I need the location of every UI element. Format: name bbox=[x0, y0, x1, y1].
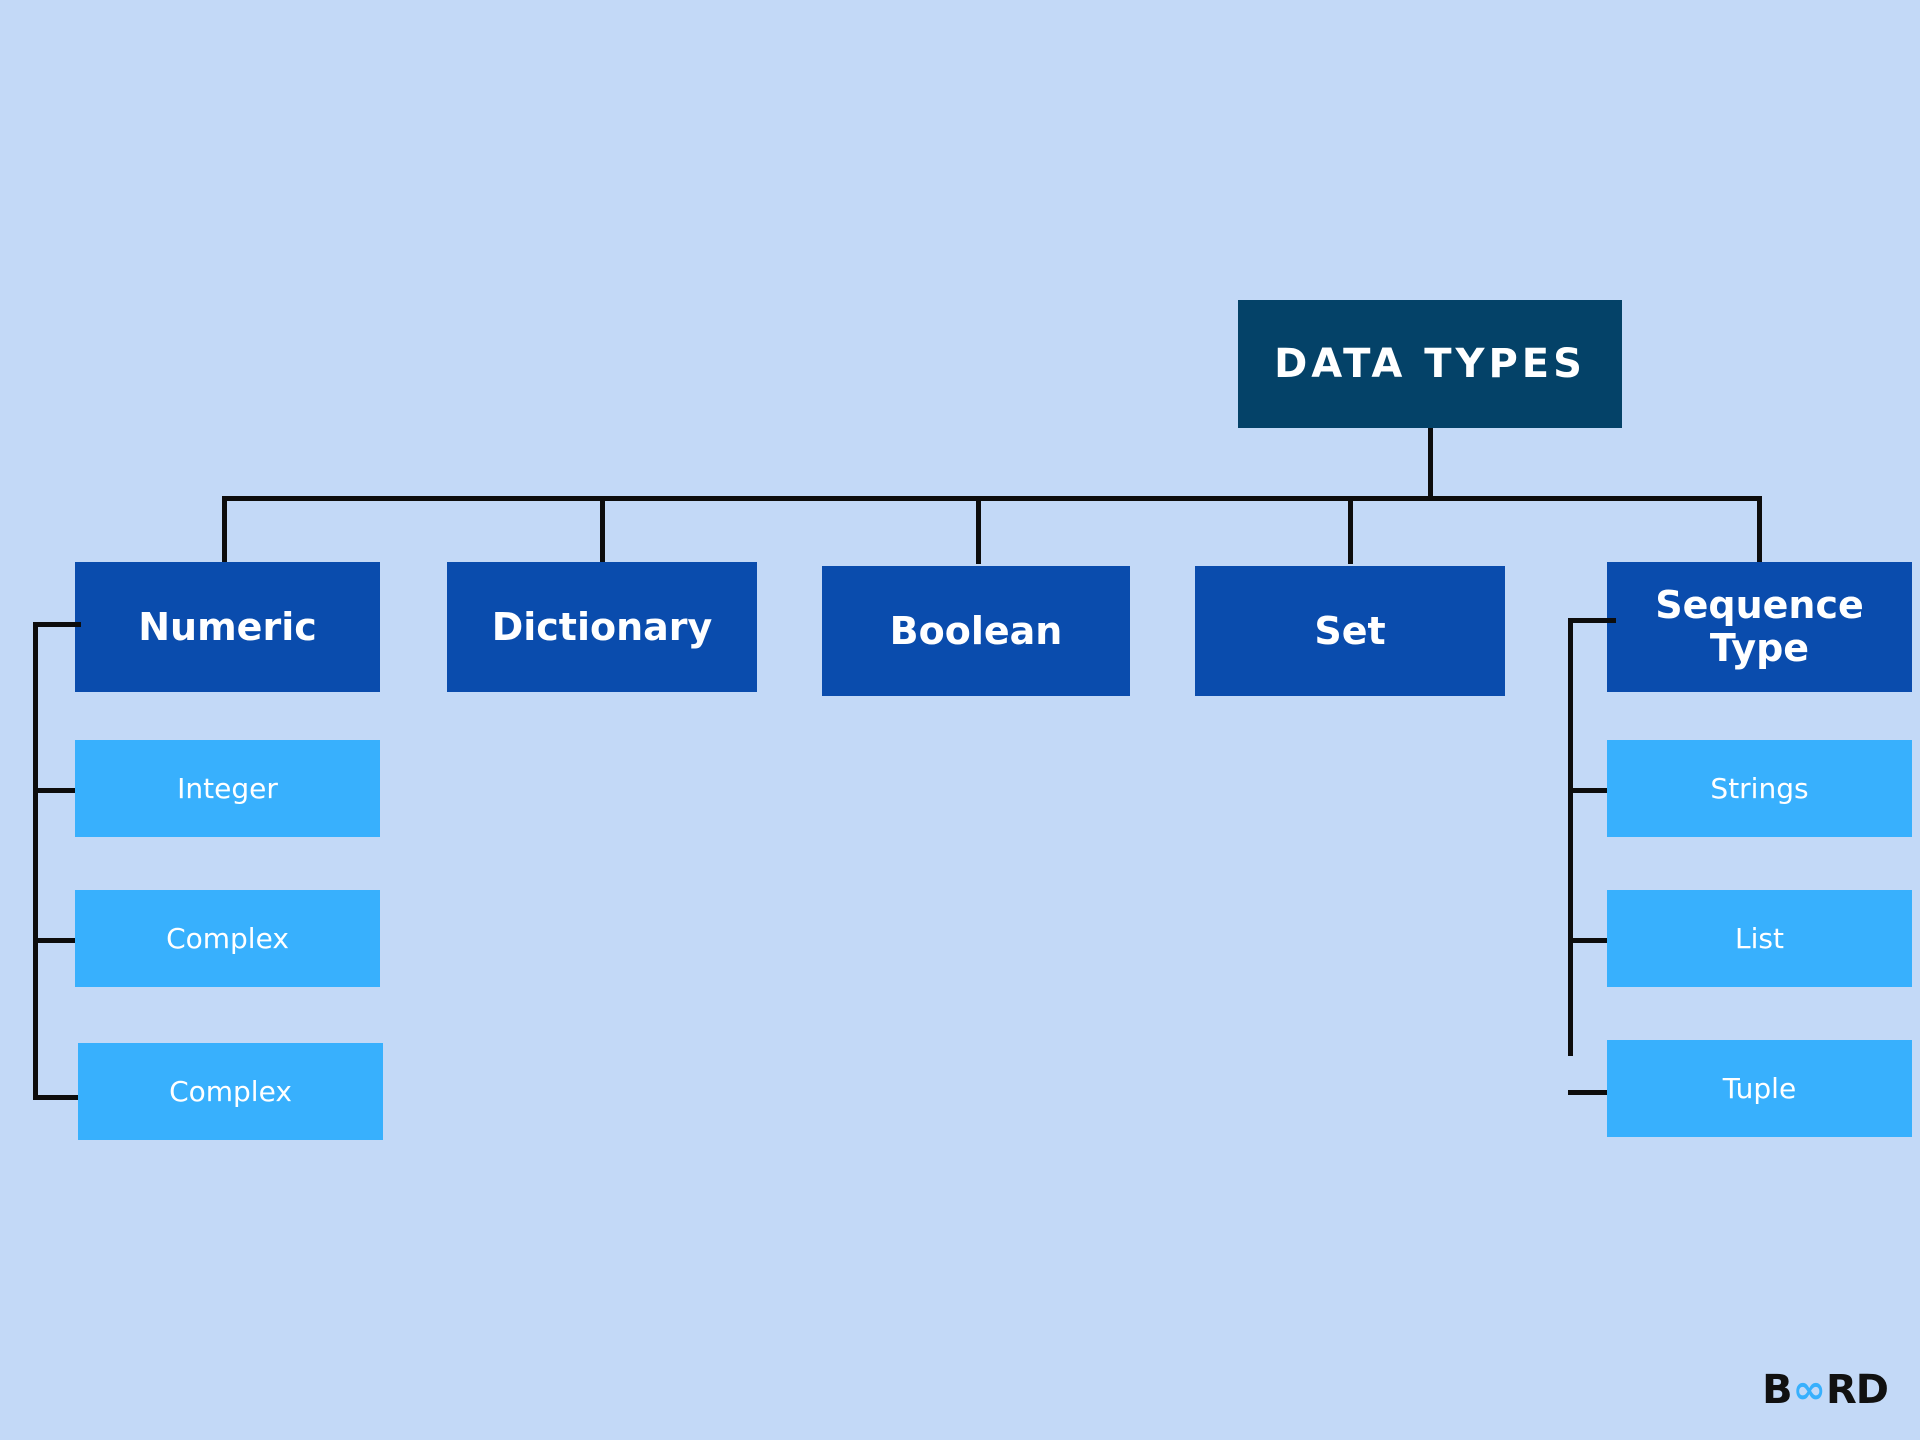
connector-drop-boolean bbox=[976, 496, 981, 564]
node-set-label: Set bbox=[1314, 608, 1386, 653]
node-numeric-label: Numeric bbox=[138, 604, 317, 649]
node-integer-label: Integer bbox=[177, 771, 278, 805]
node-strings-label: Strings bbox=[1710, 771, 1809, 805]
node-tuple-label: Tuple bbox=[1722, 1071, 1797, 1105]
logo-prefix-text: B bbox=[1762, 1367, 1792, 1413]
node-complex-2[interactable]: Complex bbox=[78, 1043, 383, 1140]
logo-suffix-text: RD bbox=[1825, 1367, 1889, 1413]
connector-sequence-stub-parent bbox=[1568, 618, 1616, 623]
connector-drop-sequence-type bbox=[1757, 496, 1762, 564]
connector-sequence-spine bbox=[1568, 618, 1573, 1056]
node-data-types[interactable]: DATA TYPES bbox=[1238, 300, 1622, 428]
connector-drop-dictionary bbox=[600, 496, 605, 564]
connector-numeric-stub-parent bbox=[33, 622, 81, 627]
node-set[interactable]: Set bbox=[1195, 566, 1505, 696]
node-list[interactable]: List bbox=[1607, 890, 1912, 987]
connector-main-bus bbox=[222, 496, 1762, 501]
node-boolean-label: Boolean bbox=[889, 608, 1063, 653]
connector-numeric-spine bbox=[33, 622, 38, 1100]
node-tuple[interactable]: Tuple bbox=[1607, 1040, 1912, 1137]
node-data-types-label: DATA TYPES bbox=[1274, 340, 1586, 387]
node-dictionary[interactable]: Dictionary bbox=[447, 562, 757, 692]
connector-drop-set bbox=[1348, 496, 1353, 564]
node-complex-2-label: Complex bbox=[169, 1074, 292, 1108]
node-complex-1-label: Complex bbox=[166, 921, 289, 955]
connector-sequence-stub-tuple bbox=[1568, 1090, 1616, 1095]
node-strings[interactable]: Strings bbox=[1607, 740, 1912, 837]
node-numeric[interactable]: Numeric bbox=[75, 562, 380, 692]
node-sequence-type[interactable]: Sequence Type bbox=[1607, 562, 1912, 692]
node-dictionary-label: Dictionary bbox=[491, 604, 713, 649]
node-boolean[interactable]: Boolean bbox=[822, 566, 1130, 696]
node-list-label: List bbox=[1735, 921, 1784, 955]
connector-sequence-stub-strings bbox=[1568, 788, 1616, 793]
connector-numeric-stub-integer bbox=[33, 788, 81, 793]
connector-drop-numeric bbox=[222, 496, 227, 564]
connector-sequence-stub-list bbox=[1568, 938, 1616, 943]
connector-numeric-stub-complex-1 bbox=[33, 938, 81, 943]
node-sequence-type-label: Sequence Type bbox=[1655, 583, 1864, 670]
connector-root-drop bbox=[1428, 428, 1433, 500]
node-complex-1[interactable]: Complex bbox=[75, 890, 380, 987]
board-logo: B ∞ RD bbox=[1762, 1367, 1889, 1413]
infinity-icon: ∞ bbox=[1792, 1367, 1826, 1413]
node-integer[interactable]: Integer bbox=[75, 740, 380, 837]
connector-numeric-stub-complex-2 bbox=[33, 1095, 81, 1100]
